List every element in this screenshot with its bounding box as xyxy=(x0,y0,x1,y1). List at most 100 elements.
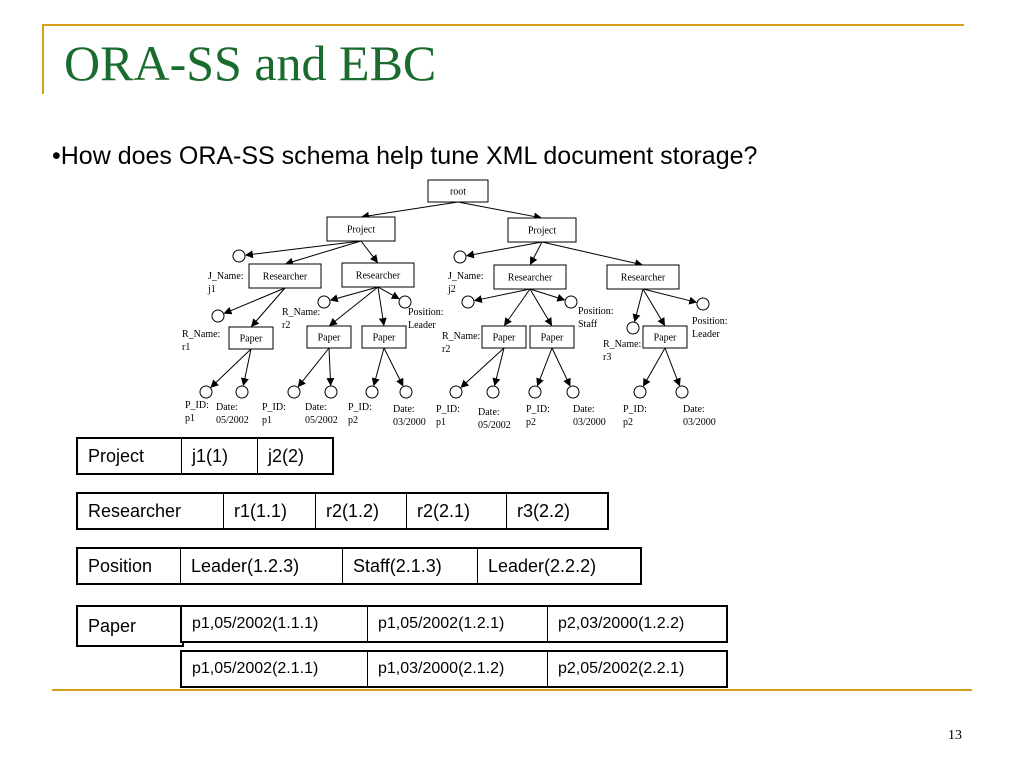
paper-table-header: Paper xyxy=(88,615,137,636)
attribute-circle xyxy=(317,295,331,309)
attribute-circle xyxy=(528,385,542,399)
attribute-circle xyxy=(696,297,710,311)
p-id-value: p1 xyxy=(185,413,195,424)
diagram-edge xyxy=(326,347,335,387)
diagram-edge xyxy=(377,286,400,300)
bullet-question: •How does ORA-SS schema help tune XML do… xyxy=(52,142,758,170)
diagram-edge xyxy=(329,286,379,303)
diagram-edge xyxy=(360,240,378,263)
diagram-edge xyxy=(240,348,252,387)
diagram-edge xyxy=(250,287,286,327)
paper-cell: p1,05/2002(1.2.1) xyxy=(368,607,548,641)
attribute-circle xyxy=(633,385,647,399)
diagram-edge xyxy=(529,288,553,327)
attribute-circle xyxy=(566,385,580,399)
attribute-circle xyxy=(675,385,689,399)
p-id-value: p1 xyxy=(436,417,446,428)
position-table: Position Leader(1.2.3) Staff(2.1.3) Lead… xyxy=(76,547,642,585)
project-table: Project j1(1) j2(2) xyxy=(76,437,334,475)
r-name-label: R_Name: xyxy=(603,339,641,350)
diagram-edge xyxy=(504,288,531,326)
attribute-circle xyxy=(399,385,413,399)
j-name-label: J_Name: xyxy=(448,271,484,282)
diagram-edge xyxy=(551,347,571,387)
diagram-edge xyxy=(642,288,698,305)
project-node-box xyxy=(326,216,396,242)
paper-table-header-box: Paper xyxy=(76,605,184,647)
attribute-circle xyxy=(564,295,578,309)
p-id-value: p2 xyxy=(526,417,536,428)
root-node-box xyxy=(427,179,489,203)
researcher-table: Researcher r1(1.1) r2(1.2) r2(2.1) r3(2.… xyxy=(76,492,609,530)
root-node-label: root xyxy=(450,187,466,198)
date-label: Date: xyxy=(305,402,327,413)
attribute-circle xyxy=(453,250,467,264)
date-value: 05/2002 xyxy=(478,420,511,431)
paper-node-label: Paper xyxy=(654,333,677,344)
date-value: 03/2000 xyxy=(573,417,606,428)
diagram-edge xyxy=(465,241,543,259)
p-id-label: P_ID: xyxy=(623,404,647,415)
j-name-label: J_Name: xyxy=(208,271,244,282)
diagram-edge xyxy=(473,288,531,304)
date-label: Date: xyxy=(573,404,595,415)
researcher-node-label: Researcher xyxy=(263,272,308,283)
researcher-cell: r3(2.2) xyxy=(517,500,571,521)
project-cell: j1(1) xyxy=(182,439,258,473)
p-id-label: P_ID: xyxy=(262,402,286,413)
diagram-edge xyxy=(492,347,505,387)
position-label: Position: xyxy=(578,306,614,317)
r-name-label: R_Name: xyxy=(182,329,220,340)
project-node-label: Project xyxy=(528,226,557,237)
date-value: 05/2002 xyxy=(305,415,338,426)
paper-node-box xyxy=(306,325,352,349)
diagram-edge xyxy=(284,240,362,266)
diagram-edge xyxy=(371,347,385,387)
position-value: Staff xyxy=(578,319,598,330)
paper-table-row-2: p1,05/2002(2.1.1) p1,03/2000(2.1.2) p2,0… xyxy=(180,650,728,688)
attribute-circle xyxy=(398,295,412,309)
diagram-edge xyxy=(632,288,644,323)
r-name-value: r3 xyxy=(603,352,611,363)
position-table-header: Position xyxy=(78,549,181,583)
attribute-circle xyxy=(287,385,301,399)
paper-cell: p1,05/2002(1.1.1) xyxy=(182,607,368,641)
diagram-edge xyxy=(530,241,543,265)
diagram-edge xyxy=(297,347,330,388)
position-value: Leader xyxy=(692,329,720,340)
paper-table-row-1: p1,05/2002(1.1.1) p1,05/2002(1.2.1) p2,0… xyxy=(180,605,728,643)
r-name-value: r1 xyxy=(182,342,190,353)
researcher-cell: r2(2.1) xyxy=(407,494,507,528)
diagram-edge xyxy=(328,286,379,327)
date-value: 03/2000 xyxy=(683,417,716,428)
paper-node-box xyxy=(228,326,274,350)
project-table-header: Project xyxy=(78,439,182,473)
date-value: 05/2002 xyxy=(216,415,249,426)
p-id-value: p1 xyxy=(262,415,272,426)
r-name-value: r2 xyxy=(282,320,290,331)
p-id-value: p2 xyxy=(623,417,633,428)
date-label: Date: xyxy=(683,404,705,415)
p-id-label: P_ID: xyxy=(185,400,209,411)
date-label: Date: xyxy=(216,402,238,413)
r-name-label: R_Name: xyxy=(282,307,320,318)
paper-node-label: Paper xyxy=(240,334,263,345)
diagram-edge xyxy=(383,347,404,387)
position-value: Leader xyxy=(408,320,436,331)
paper-node-label: Paper xyxy=(318,333,341,344)
diagram-edge xyxy=(460,347,505,388)
date-label: Date: xyxy=(393,404,415,415)
position-label: Position: xyxy=(692,316,728,327)
researcher-node-box xyxy=(606,264,680,290)
frame-top-rule xyxy=(42,24,964,26)
j-name-value: j2 xyxy=(447,284,456,295)
paper-cell: p1,05/2002(2.1.1) xyxy=(182,652,368,686)
attribute-circle xyxy=(626,321,640,335)
paper-cell: p2,03/2000(1.2.2) xyxy=(558,615,685,632)
p-id-value: p2 xyxy=(348,415,358,426)
researcher-cell: r2(1.2) xyxy=(316,494,407,528)
diagram-edge xyxy=(223,287,286,315)
project-node-box xyxy=(507,217,577,243)
attribute-circle xyxy=(235,385,249,399)
diagram-edge xyxy=(360,201,459,220)
